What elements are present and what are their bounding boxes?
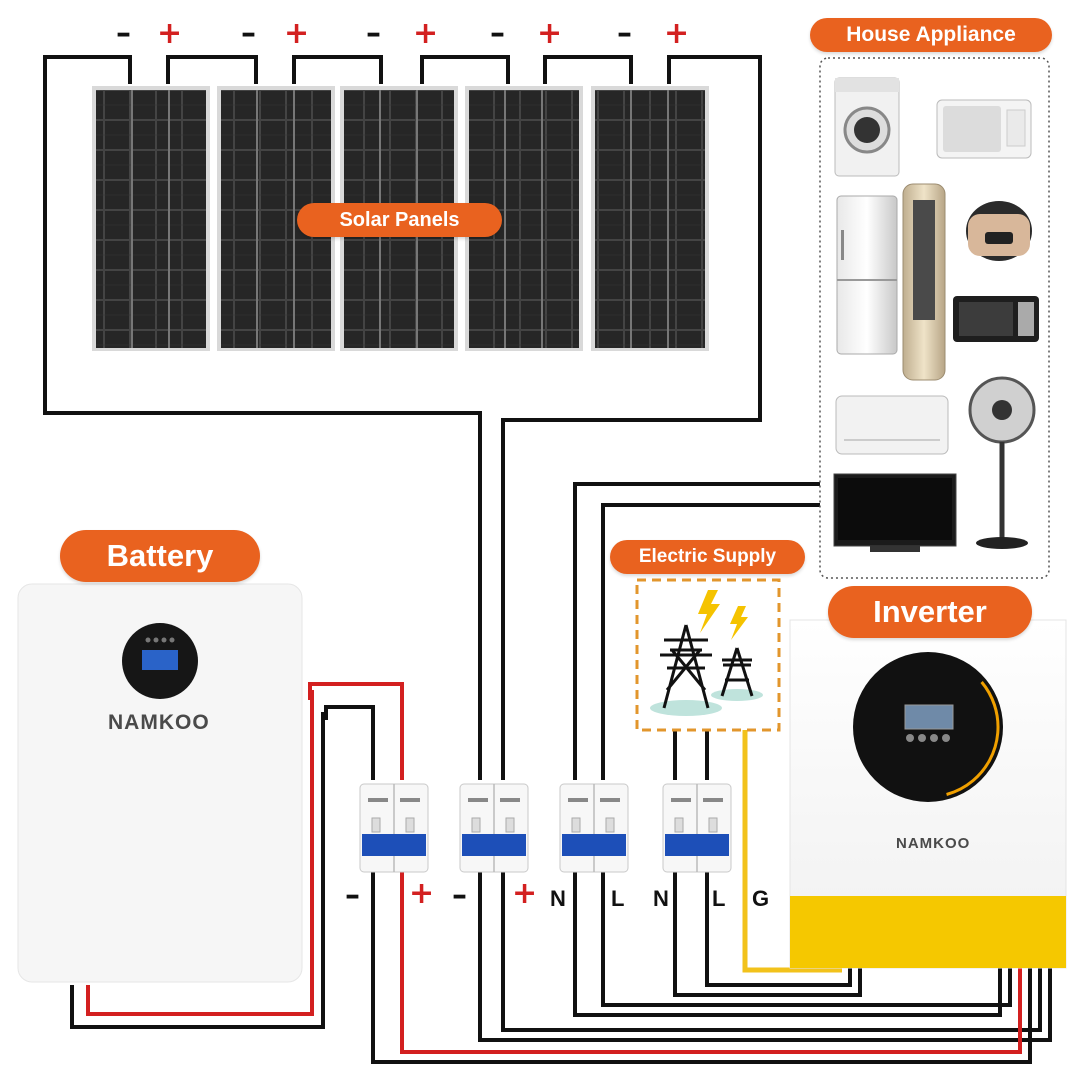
battery-positive-to-inverter (400, 870, 1022, 1054)
pv-plus-terminal: + (512, 876, 538, 911)
rice-cooker-icon (966, 201, 1032, 261)
grid-neutral-to-inverter (673, 870, 862, 997)
wall-air-conditioner-icon (835, 395, 949, 455)
oven-icon (953, 296, 1039, 342)
battery-plus-terminal: + (409, 876, 435, 911)
battery-negative-wire-top (324, 705, 375, 780)
panel-link-4 (543, 55, 633, 84)
pv-negative-wire (43, 55, 482, 780)
solar-panels-label: Solar Panels (297, 203, 502, 237)
panel-2-plus-sign: + (284, 16, 310, 51)
panel-3-plus-sign: + (413, 16, 439, 51)
circuit-breaker (559, 783, 629, 873)
pv-minus-terminal: – (452, 878, 467, 913)
load-line-to-inverter (601, 870, 1012, 1007)
inverter-label: Inverter (828, 586, 1032, 638)
battery-negative-to-inverter (371, 870, 1032, 1064)
electric-supply-label: Electric Supply (610, 540, 805, 574)
ground-wire (742, 730, 842, 973)
television-icon (833, 473, 957, 552)
tower-air-conditioner-icon (902, 183, 946, 381)
circuit-breaker (662, 783, 732, 873)
terminal-n-2: N (653, 886, 669, 911)
circuit-breaker (359, 783, 429, 873)
panel-4-minus-sign: – (490, 16, 505, 51)
load-line-wire (601, 503, 832, 780)
panel-1-minus-sign: – (116, 16, 131, 51)
breaker-group (359, 783, 732, 873)
panel-1-plus-sign: + (157, 16, 183, 51)
panel-2-minus-sign: – (241, 16, 256, 51)
battery-unit (17, 583, 303, 983)
refrigerator-icon (836, 195, 898, 355)
house-appliance-label: House Appliance (810, 18, 1052, 52)
panel-5-minus-sign: – (617, 16, 632, 51)
inverter-unit (789, 619, 1067, 969)
battery-brand: NAMKOO (108, 711, 210, 734)
pv-negative-to-inverter (478, 870, 1052, 1042)
panel-5-plus-sign: + (664, 16, 690, 51)
microwave-icon (936, 99, 1032, 159)
wiring (43, 55, 1052, 1064)
standing-fan-icon (968, 376, 1036, 549)
solar-panel (591, 86, 709, 351)
load-neutral-to-inverter (573, 870, 1002, 1017)
terminal-n-1: N (550, 886, 566, 911)
panel-link-1 (166, 55, 258, 84)
transmission-tower-icon (650, 624, 763, 716)
terminal-l-1: L (611, 886, 625, 911)
inverter-brand: NAMKOO (896, 835, 971, 852)
panel-link-3 (420, 55, 510, 84)
battery-label: Battery (60, 530, 260, 582)
solar-panel (92, 86, 210, 351)
washing-machine-icon (834, 77, 900, 177)
pv-positive-wire (501, 55, 762, 780)
panel-3-minus-sign: – (366, 16, 381, 51)
panel-4-plus-sign: + (537, 16, 563, 51)
battery-positive-wire-bottom (86, 690, 314, 1016)
battery-minus-terminal: – (345, 878, 360, 913)
grid-line-to-inverter (705, 870, 852, 987)
lightning-bolt-icon (698, 590, 748, 640)
battery-negative-wire-bottom (70, 712, 325, 1029)
terminal-l-2: L (712, 886, 726, 911)
panel-link-2 (292, 55, 383, 84)
load-neutral-wire (573, 482, 832, 780)
circuit-breaker (459, 783, 529, 873)
terminal-g: G (752, 886, 770, 911)
pv-positive-to-inverter (501, 870, 1042, 1032)
